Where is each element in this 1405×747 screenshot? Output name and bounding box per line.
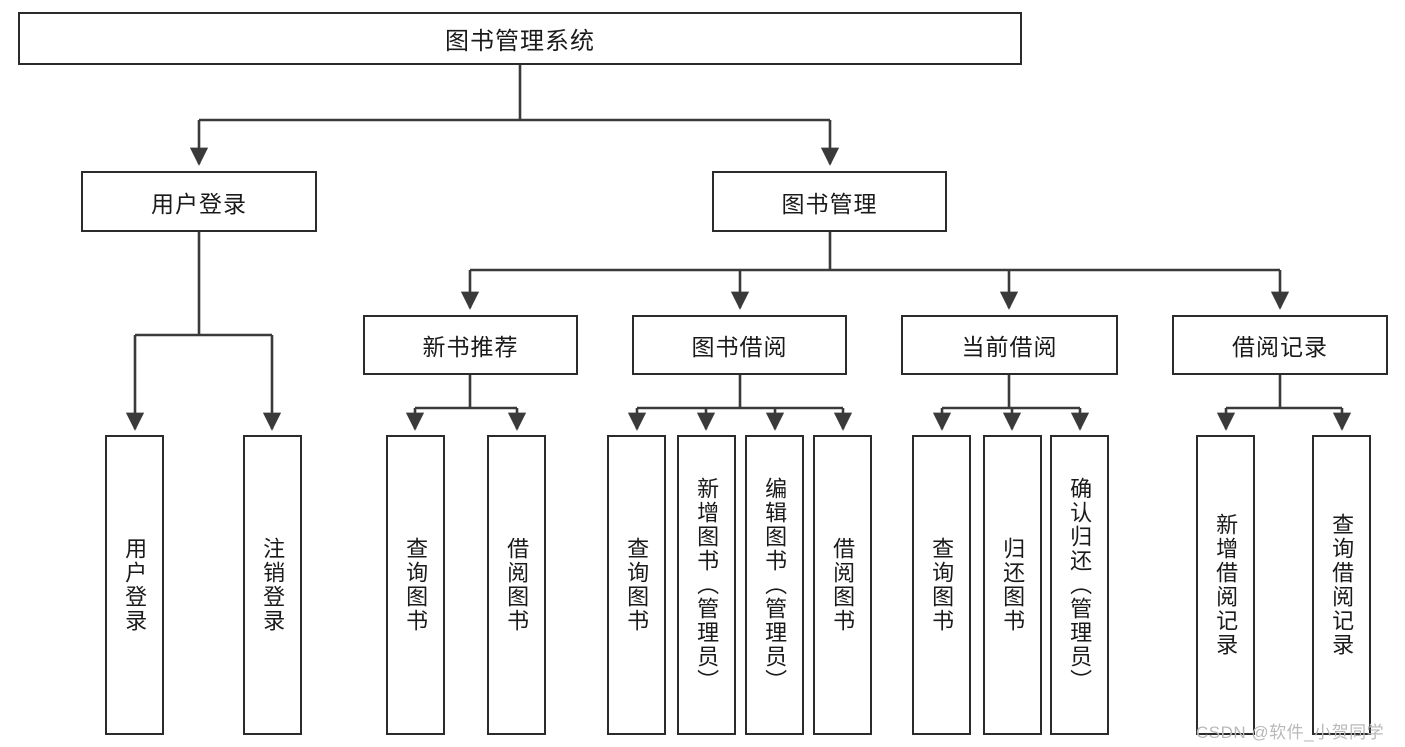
- leaf-borrow-book-label: 借阅图书: [830, 537, 856, 633]
- node-root-label: 图书管理系统: [445, 28, 595, 55]
- node-user-login-label: 用户登录: [151, 190, 247, 217]
- leaf-edit-book-label: 编辑图书（管理员）: [762, 477, 788, 693]
- leaf-return-book[interactable]: 归还图书: [983, 435, 1042, 735]
- leaf-borrow-book[interactable]: 借阅图书: [813, 435, 872, 735]
- node-borrow-record[interactable]: 借阅记录: [1172, 315, 1388, 375]
- leaf-borrow-book-rec-label: 借阅图书: [504, 537, 530, 633]
- leaf-query-book-rec-label: 查询图书: [403, 537, 429, 633]
- leaf-query-book[interactable]: 查询图书: [607, 435, 666, 735]
- leaf-query-record[interactable]: 查询借阅记录: [1312, 435, 1371, 735]
- leaf-return-book-label: 归还图书: [1000, 537, 1026, 633]
- leaf-user-login[interactable]: 用户登录: [105, 435, 164, 735]
- node-current-borrow-label: 当前借阅: [961, 334, 1058, 360]
- node-new-book-rec-label: 新书推荐: [422, 334, 519, 360]
- node-borrow-record-label: 借阅记录: [1232, 334, 1328, 360]
- leaf-query-book-cur-label: 查询图书: [929, 537, 955, 633]
- node-root[interactable]: 图书管理系统: [18, 12, 1022, 65]
- leaf-add-record[interactable]: 新增借阅记录: [1196, 435, 1255, 735]
- node-book-borrow-label: 图书借阅: [691, 334, 788, 360]
- leaf-edit-book[interactable]: 编辑图书（管理员）: [745, 435, 804, 735]
- leaf-confirm-return-label: 确认归还（管理员）: [1067, 477, 1093, 693]
- leaf-query-book-label: 查询图书: [624, 537, 650, 633]
- leaf-logout-label: 注销登录: [260, 537, 286, 633]
- leaf-query-record-label: 查询借阅记录: [1329, 513, 1355, 657]
- leaf-add-record-label: 新增借阅记录: [1213, 513, 1239, 657]
- node-book-borrow[interactable]: 图书借阅: [632, 315, 847, 375]
- node-book-manage[interactable]: 图书管理: [712, 171, 947, 232]
- leaf-logout[interactable]: 注销登录: [243, 435, 302, 735]
- node-user-login[interactable]: 用户登录: [81, 171, 317, 232]
- node-new-book-rec[interactable]: 新书推荐: [363, 315, 578, 375]
- leaf-borrow-book-rec[interactable]: 借阅图书: [487, 435, 546, 735]
- node-current-borrow[interactable]: 当前借阅: [901, 315, 1118, 375]
- leaf-user-login-label: 用户登录: [122, 537, 148, 633]
- leaf-query-book-rec[interactable]: 查询图书: [386, 435, 445, 735]
- leaf-confirm-return[interactable]: 确认归还（管理员）: [1050, 435, 1109, 735]
- leaf-add-book-label: 新增图书（管理员）: [694, 477, 720, 693]
- csdn-watermark: CSDN @软件_小贺同学: [1196, 723, 1385, 742]
- node-book-manage-label: 图书管理: [781, 190, 878, 217]
- leaf-add-book[interactable]: 新增图书（管理员）: [677, 435, 736, 735]
- leaf-query-book-cur[interactable]: 查询图书: [912, 435, 971, 735]
